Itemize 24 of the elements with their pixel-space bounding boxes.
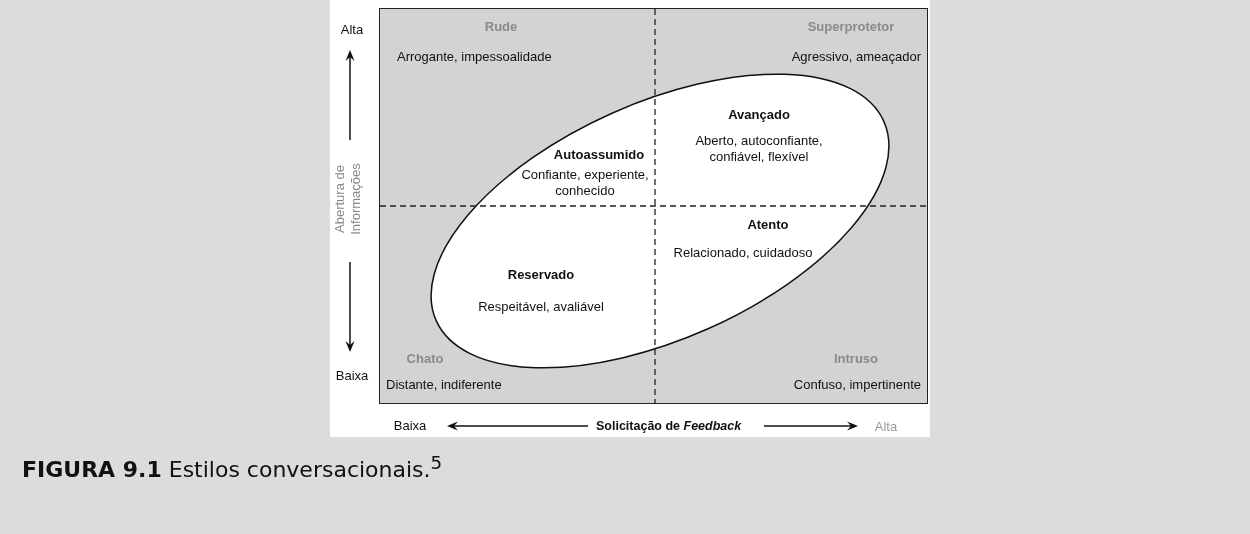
axis-title: Solicitação de Feedback — [596, 418, 742, 434]
quadrant-title: Chato — [405, 351, 445, 367]
style-title: Avançado — [727, 107, 791, 123]
style-description: Confiante, experiente, conhecido — [520, 167, 650, 199]
axis-label: Alta — [873, 419, 899, 435]
quadrant-description: Confuso, impertinente — [793, 377, 921, 393]
style-description: Respeitável, avaliável — [477, 299, 605, 315]
style-description: Aberto, autoconfiante, confiável, flexível — [694, 133, 824, 165]
quadrant-chart-frame — [379, 8, 928, 404]
figure-caption: FIGURA 9.1 Estilos conversacionais.$^{5}$ — [22, 452, 443, 483]
style-description: Relacionado, cuidadoso — [672, 245, 814, 261]
axis-label: Baixa — [334, 368, 370, 384]
quadrant-description: Agressivo, ameaçador — [791, 49, 921, 65]
axis-label: Alta — [339, 22, 365, 38]
axis-title: Abertura de Informações — [332, 162, 364, 237]
quadrant-title: Rude — [483, 19, 519, 35]
style-title: Atento — [746, 217, 790, 233]
quadrant-description: Arrogante, impessoalidade — [397, 49, 552, 65]
style-title: Reservado — [506, 267, 576, 283]
quadrant-description: Distante, indiferente — [386, 377, 502, 393]
quadrant-title: Intruso — [832, 351, 880, 367]
style-title: Autoassumido — [552, 147, 646, 163]
axis-label: Baixa — [392, 418, 428, 434]
quadrant-title: Superprotetor — [806, 19, 896, 35]
